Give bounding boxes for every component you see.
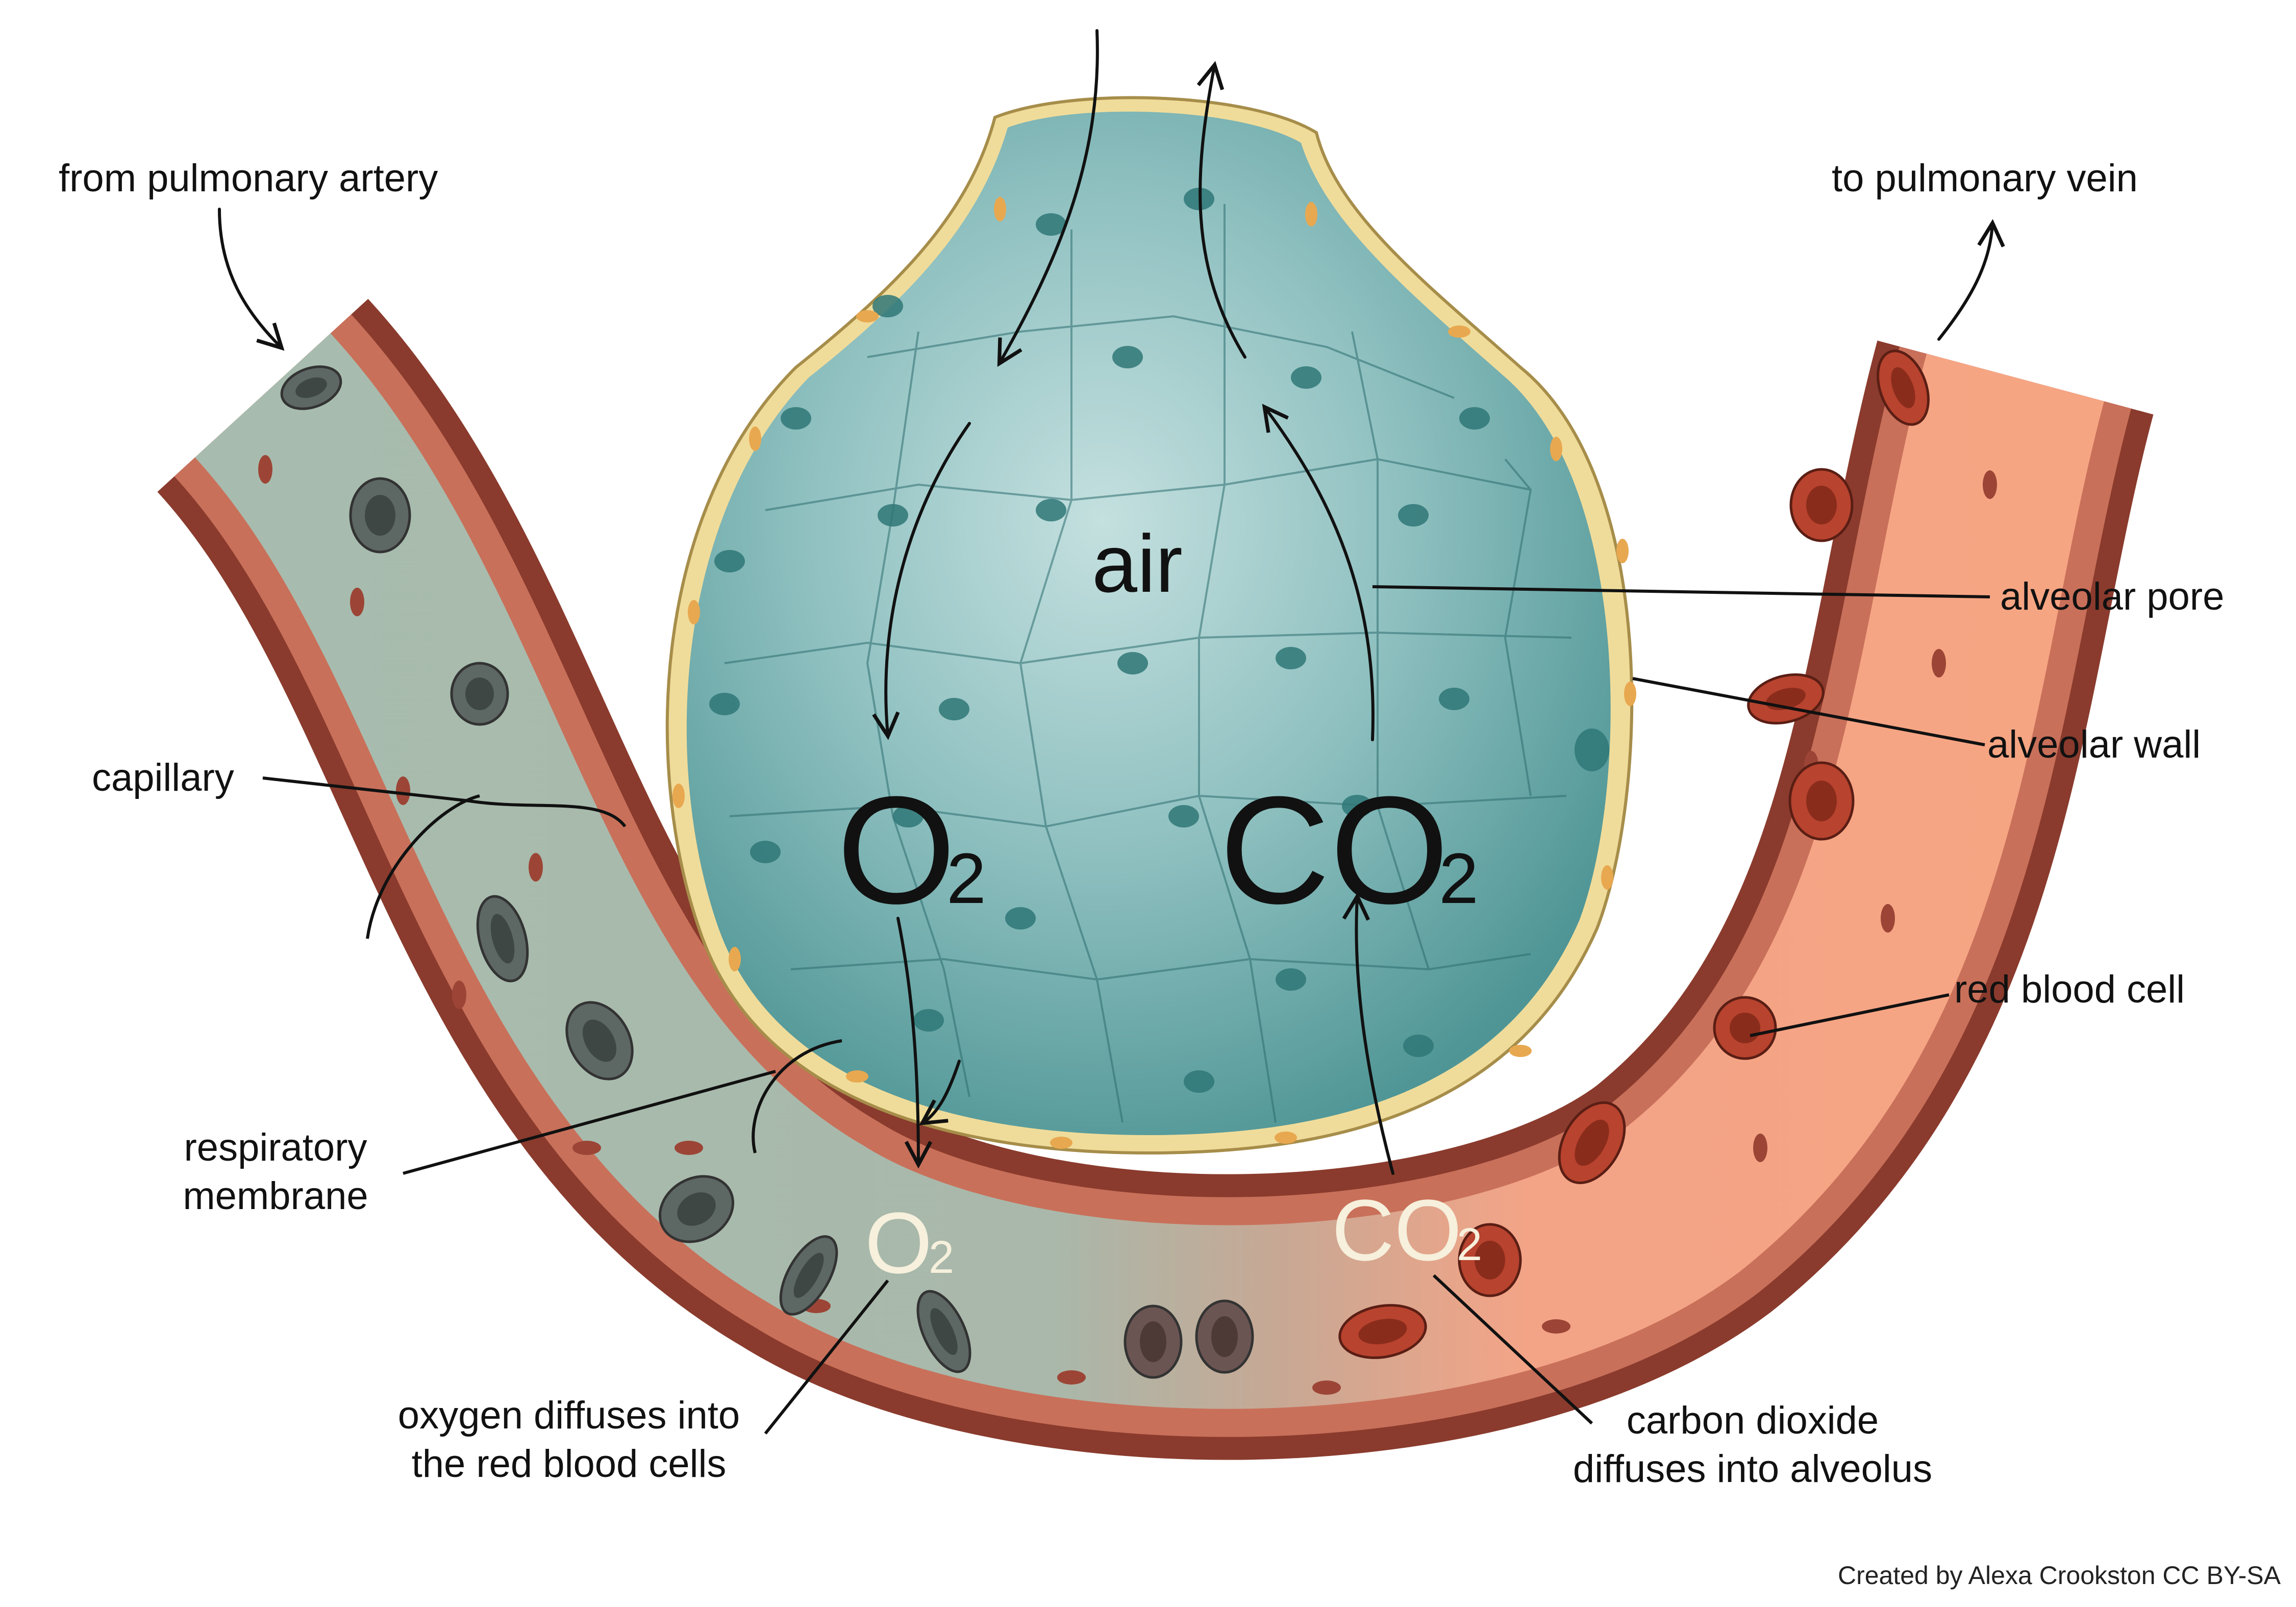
o2-symbol: O xyxy=(837,764,956,936)
vein-outflow-arrow xyxy=(1939,224,1992,339)
label-co2-diffuses: carbon dioxide xyxy=(1627,1399,1879,1442)
rbc-brown-2 xyxy=(1196,1301,1253,1372)
artery-inflow-arrow xyxy=(219,209,281,347)
label-oxygen-diffuses-2: the red blood cells xyxy=(412,1442,727,1486)
co2-blood-subscript: 2 xyxy=(1457,1219,1482,1270)
co2-symbol: CO xyxy=(1219,764,1449,936)
label-oxygen-diffuses: oxygen diffuses into xyxy=(398,1394,740,1437)
alveolar-interior xyxy=(687,112,1611,1135)
rbc-grey-2 xyxy=(351,479,410,552)
o2-blood-symbol: O xyxy=(865,1195,932,1292)
rbc-brown-1 xyxy=(1125,1306,1181,1377)
co2-subscript: 2 xyxy=(1439,838,1479,918)
alveolus xyxy=(667,97,1636,1153)
label-red-blood-cell: red blood cell xyxy=(1954,968,2185,1011)
label-pulmonary-artery: from pulmonary artery xyxy=(59,157,438,200)
co2-in-blood: CO 2 xyxy=(1332,1182,1482,1279)
rbc-red-4 xyxy=(1714,997,1776,1059)
rbc-grey-3 xyxy=(452,663,508,724)
label-co2-diffuses-2: diffuses into alveolus xyxy=(1573,1447,1932,1491)
label-capillary: capillary xyxy=(92,756,234,799)
label-respiratory-membrane: respiratory xyxy=(184,1126,367,1169)
o2-subscript: 2 xyxy=(946,838,986,918)
o2-blood-subscript: 2 xyxy=(929,1232,954,1283)
co2-blood-symbol: CO xyxy=(1332,1182,1462,1279)
rbc-red-5 xyxy=(1790,763,1853,839)
label-air: air xyxy=(1092,518,1183,609)
label-respiratory-membrane-2: membrane xyxy=(183,1174,368,1218)
label-alveolar-pore: alveolar pore xyxy=(2000,575,2224,618)
label-alveolar-wall: alveolar wall xyxy=(1987,723,2201,766)
label-pulmonary-vein: to pulmonary vein xyxy=(1832,157,2138,200)
rbc-red-7 xyxy=(1791,469,1852,541)
credit-line: Created by Alexa Crookston CC BY-SA xyxy=(1838,1561,2281,1590)
co2-in-alveolus: CO 2 xyxy=(1219,764,1479,936)
